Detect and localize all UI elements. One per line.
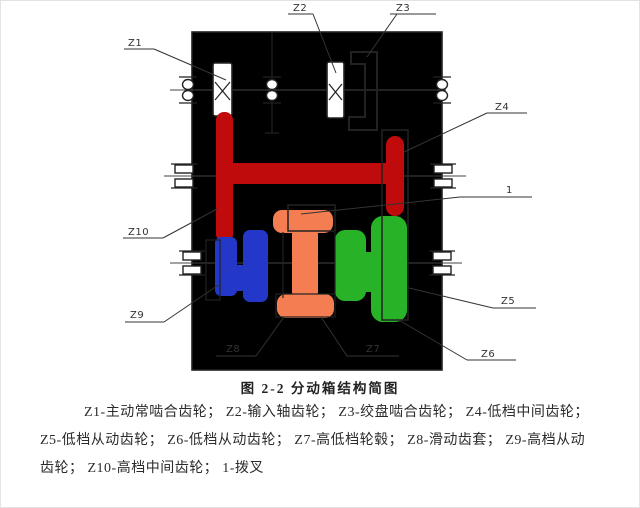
callout-z5: Z5	[408, 287, 536, 309]
callout-z9: Z9	[125, 283, 221, 323]
ball-bearing-icon-right	[433, 76, 451, 104]
figure-caption: 图 2-2 分动箱结构简图	[240, 381, 400, 396]
gear-z2-symbol	[326, 61, 345, 119]
cad-outline-fragments	[205, 129, 409, 321]
label-z4: Z4	[495, 102, 509, 113]
roller-bearing-icon-bottom-left	[179, 250, 205, 276]
ball-bearing-icon-left	[179, 76, 197, 104]
callout-z8: Z8	[216, 316, 285, 357]
roller-bearing-icon-mid-right	[430, 163, 456, 189]
callout-z6: Z6	[396, 318, 516, 361]
figure-legend: Z1-主动常啮合齿轮； Z2-输入轴齿轮； Z3-绞盘啮合齿轮； Z4-低档中间…	[40, 399, 606, 483]
low-driven-gear-green-highlight	[335, 216, 407, 322]
callout-z7: Z7	[320, 316, 399, 357]
callout-fork-1: 1	[300, 185, 532, 215]
label-z10: Z10	[128, 227, 149, 238]
legend-line-3: 齿轮； Z10-高档中间齿轮； 1-拨叉	[40, 461, 264, 476]
label-z9: Z9	[130, 310, 144, 321]
roller-bearing-icon-bottom-right	[429, 250, 455, 276]
transfer-case-diagram: Z1 Z2 Z3 Z4 1 Z5 Z6	[123, 3, 536, 371]
label-z7: Z7	[366, 344, 380, 355]
clutch-z3-symbol	[348, 51, 378, 131]
high-gear-shaft-red-highlight	[216, 112, 404, 242]
label-z2: Z2	[293, 3, 307, 14]
label-z1: Z1	[128, 38, 142, 49]
ball-bearing-icon-middle	[263, 76, 281, 104]
label-z8: Z8	[226, 344, 240, 355]
legend-line-2: Z5-低档从动齿轮； Z6-低档从动齿轮； Z7-高低档轮毂； Z8-滑动齿套；…	[40, 433, 586, 448]
label-fork-1: 1	[506, 185, 513, 196]
gear-z1-symbol	[212, 62, 233, 117]
callout-z1: Z1	[124, 38, 227, 81]
callout-z4: Z4	[403, 102, 527, 153]
callout-z3: Z3	[366, 3, 436, 58]
label-z6: Z6	[481, 349, 495, 360]
roller-bearing-icon-mid-left	[171, 163, 197, 189]
callout-z2: Z2	[288, 3, 337, 74]
label-z5: Z5	[501, 296, 515, 307]
callout-z10: Z10	[123, 208, 218, 239]
label-z3: Z3	[396, 3, 410, 14]
legend-line-1: Z1-主动常啮合齿轮； Z2-输入轴齿轮； Z3-绞盘啮合齿轮； Z4-低档中间…	[84, 405, 589, 420]
